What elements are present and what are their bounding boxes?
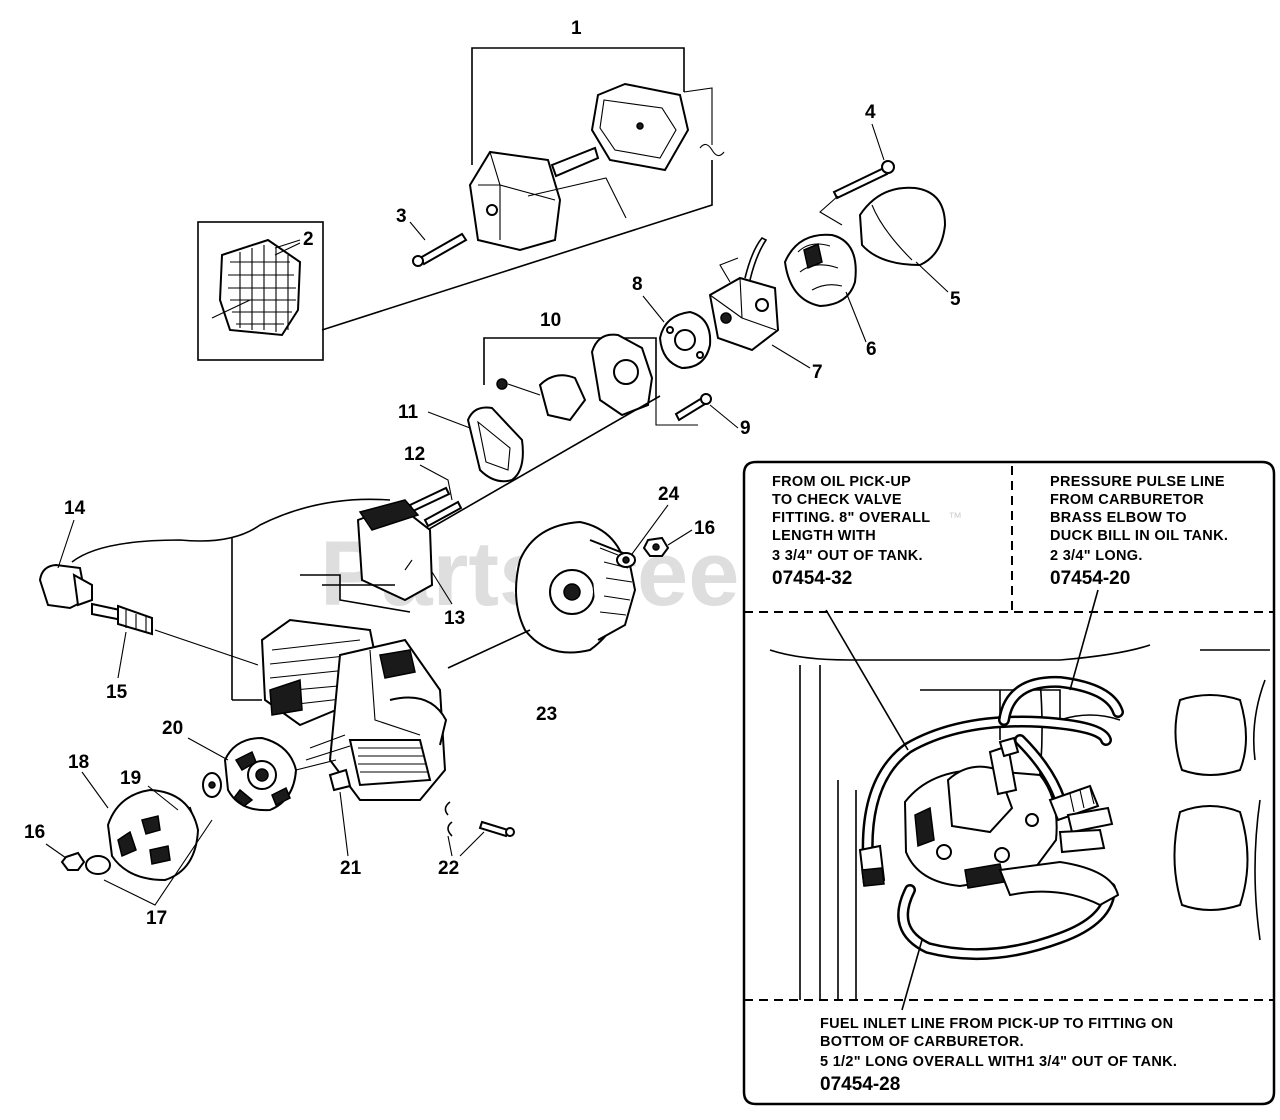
callout-18: 18 [68,752,89,773]
bolt-part-4 [819,160,895,226]
inset-engine-illustration [769,644,1270,1000]
clip-bolt-part-22 [444,801,515,838]
callout-22: 22 [438,858,459,879]
pulse-line-caption-1: PRESSURE PULSE LINE [1050,474,1225,490]
muffler-assembly [321,47,725,331]
ignition-module [356,499,434,602]
callout-11: 11 [398,402,419,423]
callout-1: 1 [571,18,582,39]
engine-cylinder [260,618,448,801]
hose-routing-inset: FROM OIL PICK-UP TO CHECK VALVE FITTING.… [742,460,1276,1106]
callout-23: 23 [536,704,557,725]
fuel-line-caption-3: 5 1/2" LONG OVERALL WITH1 3/4" OUT OF TA… [820,1054,1177,1070]
clutch [223,736,337,812]
spark-plug [91,602,259,666]
oil-line-caption-3: FITTING. 8" OVERALL [772,510,930,526]
carburetor-gasket [658,310,712,370]
spark-screen-inset [197,221,324,361]
callout-4: 4 [865,102,876,123]
callout-16-lower: 16 [24,822,45,843]
key-part-21 [328,768,352,792]
callout-7: 7 [812,362,823,383]
callout-12: 12 [404,444,425,465]
air-filter [783,233,857,308]
callout-numbers: 1 2 3 4 5 6 7 8 9 10 11 12 13 14 15 16 2… [24,18,961,929]
spark-plug-boot [38,563,93,610]
air-filter-cover [858,186,947,267]
callout-6: 6 [866,339,877,360]
callout-14: 14 [64,498,86,519]
callout-21: 21 [340,858,362,879]
watermark-trademark: ™ [948,509,962,525]
pulse-line-caption-4: DUCK BILL IN OIL TANK. [1050,528,1228,544]
fuel-line-caption-1: FUEL INLET LINE FROM PICK-UP TO FITTING … [820,1016,1173,1032]
callout-5: 5 [950,289,961,310]
callout-20: 20 [162,718,183,739]
pulse-line-caption-5: 2 3/4" LONG. [1050,548,1143,564]
callout-9: 9 [740,418,751,439]
pulse-line-part-number: 07454-20 [1050,568,1130,589]
callout-24: 24 [658,484,680,505]
oil-line-caption-1: FROM OIL PICK-UP [772,474,911,490]
pulse-line-caption-2: FROM CARBURETOR [1050,492,1204,508]
oil-line-part-number: 07454-32 [772,568,852,589]
callout-2: 2 [303,229,314,250]
oil-line-caption-4: LENGTH WITH [772,528,876,544]
screw-part-3 [412,232,468,267]
oil-line-caption-2: TO CHECK VALVE [772,492,902,508]
fuel-line-caption-2: BOTTOM OF CARBURETOR. [820,1034,1024,1050]
oil-line-caption-5: 3 3/4" OUT OF TANK. [772,548,923,564]
pulse-line-caption-3: BRASS ELBOW TO [1050,510,1187,526]
intake-adapter [483,333,657,422]
callout-10: 10 [540,310,561,331]
intake-gasket [409,395,661,541]
callout-16-upper: 16 [694,518,715,539]
clutch-drum [60,788,213,906]
carburetor [708,237,780,352]
callout-17: 17 [146,908,167,929]
flywheel-washer-nut [616,536,670,568]
fuel-line-part-number: 07454-28 [820,1074,900,1095]
callout-19: 19 [120,768,141,789]
callout-13: 13 [444,608,465,629]
callout-8: 8 [632,274,643,295]
callout-15: 15 [106,682,128,703]
callout-3: 3 [396,206,407,227]
screw-part-9 [655,393,712,426]
